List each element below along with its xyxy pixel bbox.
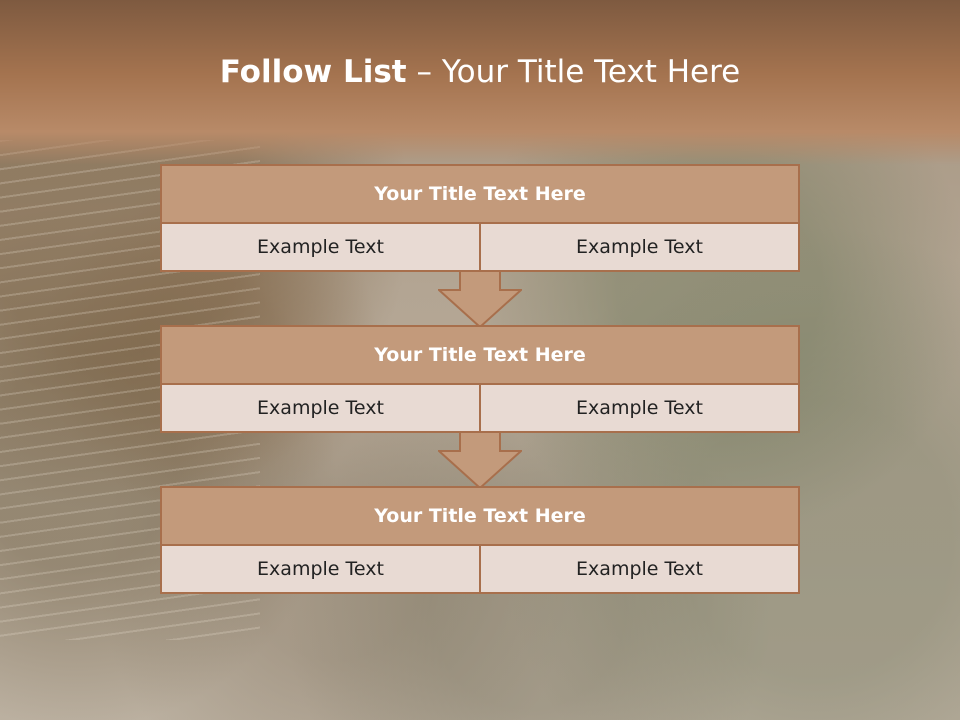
- step-2-row: Example Text Example Text: [162, 385, 798, 431]
- step-1-row: Example Text Example Text: [162, 224, 798, 270]
- step-1-left-text: Example Text: [257, 236, 384, 258]
- step-2-left-text: Example Text: [257, 397, 384, 419]
- page-title-rest: – Your Title Text Here: [406, 54, 741, 90]
- step-3-heading: Your Title Text Here: [162, 488, 798, 546]
- step-3-left-text: Example Text: [257, 558, 384, 580]
- page-title-bold: Follow List: [219, 54, 407, 90]
- page-title: Follow List – Your Title Text Here: [0, 54, 960, 90]
- title-band: [0, 0, 960, 165]
- step-box-1: Your Title Text Here Example Text Exampl…: [160, 164, 800, 272]
- step-box-3: Your Title Text Here Example Text Exampl…: [160, 486, 800, 594]
- step-box-2: Your Title Text Here Example Text Exampl…: [160, 325, 800, 433]
- step-2-right-text: Example Text: [479, 385, 798, 431]
- step-2-heading: Your Title Text Here: [162, 327, 798, 385]
- step-3-right-text: Example Text: [479, 546, 798, 592]
- step-3-row: Example Text Example Text: [162, 546, 798, 592]
- down-arrow-icon: [438, 431, 522, 489]
- down-arrow-icon: [438, 270, 522, 328]
- step-1-heading: Your Title Text Here: [162, 166, 798, 224]
- step-1-right-text: Example Text: [479, 224, 798, 270]
